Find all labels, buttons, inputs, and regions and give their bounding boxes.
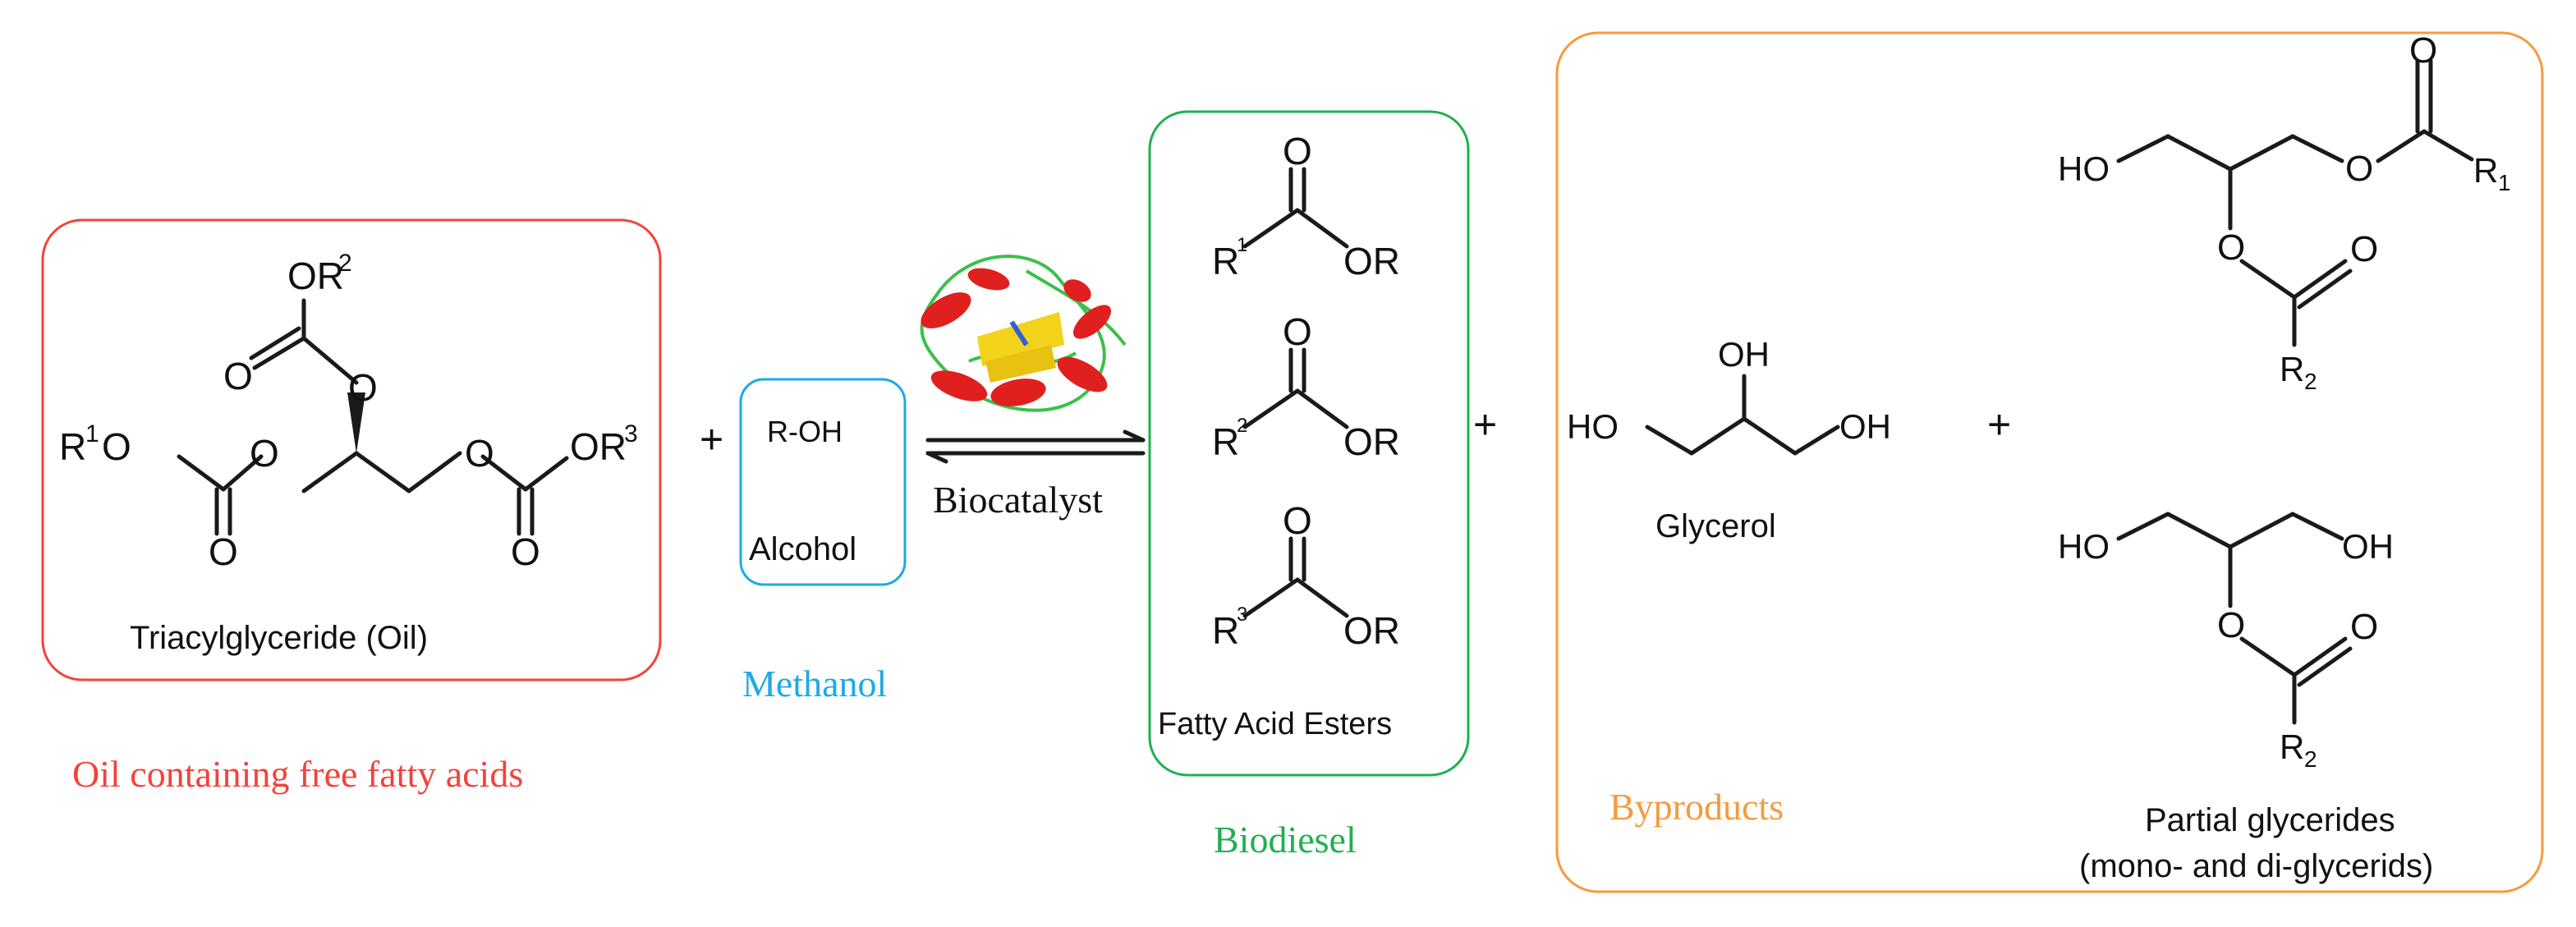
triacylglyceride-label: Triacylglyceride (Oil) — [130, 620, 428, 656]
or2-label: OR — [287, 255, 344, 297]
diglyceride-structure — [2116, 58, 2474, 347]
ester-3 — [1242, 536, 1349, 618]
r1-label: R — [59, 425, 86, 468]
ester-2-sup: 2 — [1237, 415, 1247, 437]
ester-1-r: R — [1212, 240, 1239, 282]
or3-superscript: 3 — [624, 420, 638, 447]
ester-2-o: O — [1283, 310, 1312, 353]
byproducts-caption: Byproducts — [1609, 786, 1784, 828]
ester-2-or: OR — [1343, 420, 1400, 463]
ester-3-r: R — [1212, 609, 1239, 652]
ester-3-or: OR — [1343, 609, 1400, 652]
diglyceride-carbonyl-o-2: O — [2350, 229, 2378, 269]
byproducts-box — [1555, 31, 2544, 893]
methanol-caption: Methanol — [742, 663, 887, 704]
ester-2 — [1242, 347, 1349, 429]
diglyceride-ester-o-2: O — [2217, 227, 2245, 268]
glycerol-label: Glycerol — [1655, 508, 1776, 544]
diglyceride-ho: HO — [2058, 149, 2110, 188]
alcohol-formula: R-OH — [767, 415, 843, 448]
equilibrium-arrows — [925, 429, 1146, 464]
ester-1-sup: 1 — [1237, 234, 1247, 256]
diglyceride-r2-sub: 2 — [2304, 369, 2317, 394]
triacylglyceride-structure — [177, 298, 569, 536]
ester-1-o: O — [1283, 130, 1312, 172]
oil-caption: Oil containing free fatty acids — [72, 753, 523, 795]
ester-o-left: O — [250, 432, 279, 475]
or2-superscript: 2 — [338, 250, 352, 277]
biodiesel-caption: Biodiesel — [1214, 819, 1357, 860]
alcohol-label: Alcohol — [749, 531, 856, 567]
monoglyceride-ho: HO — [2058, 527, 2110, 566]
ester-2-r: R — [1212, 420, 1239, 463]
carbonyl-o-top: O — [223, 355, 253, 397]
plus-sign-3: + — [1987, 402, 2011, 447]
alcohol-box — [739, 378, 907, 586]
r1-oxygen: O — [102, 425, 131, 468]
ester-o-top: O — [348, 366, 378, 409]
plus-sign: + — [700, 416, 723, 462]
ester-3-o: O — [1283, 499, 1312, 542]
monoglyceride-oh: OH — [2342, 527, 2394, 566]
ester-1 — [1242, 167, 1349, 249]
partial-glycerides-label: Partial glycerides — [2145, 802, 2395, 838]
monoglyceride-structure — [2116, 512, 2353, 725]
biocatalyst-enzyme-image — [920, 255, 1127, 412]
ester-3-sup: 3 — [1237, 603, 1247, 626]
diglyceride-ester-o: O — [2345, 149, 2373, 189]
biocatalyst-label: Biocatalyst — [933, 479, 1103, 521]
glycerol-oh-top: OH — [1718, 335, 1770, 374]
ester-o-right: O — [465, 432, 494, 475]
glycerol-oh-right: OH — [1839, 407, 1891, 446]
diglyceride-r1: R — [2473, 151, 2498, 190]
monoglyceride-ester-o: O — [2217, 605, 2245, 645]
or3-label: OR — [570, 425, 627, 468]
monoglyceride-r2-sub: 2 — [2304, 746, 2317, 772]
carbonyl-o-right: O — [511, 530, 540, 573]
biodiesel-box — [1148, 110, 1470, 777]
diglyceride-carbonyl-o: O — [2409, 30, 2437, 71]
r1-superscript: 1 — [85, 420, 99, 447]
diglyceride-r2: R — [2280, 350, 2304, 388]
diglyceride-r1-sub: 1 — [2498, 170, 2511, 195]
monoglyceride-r2: R — [2280, 727, 2304, 766]
ester-1-or: OR — [1343, 240, 1400, 282]
carbonyl-o-left: O — [209, 530, 238, 573]
plus-sign-2: + — [1473, 402, 1497, 447]
glycerol-structure — [1645, 374, 1840, 456]
oil-box — [41, 218, 662, 681]
fatty-acid-esters-label: Fatty Acid Esters — [1158, 707, 1392, 741]
partial-glycerides-subtitle: (mono- and di-glycerids) — [2079, 848, 2433, 884]
monoglyceride-carbonyl-o: O — [2350, 607, 2378, 647]
glycerol-ho: HO — [1567, 407, 1619, 446]
